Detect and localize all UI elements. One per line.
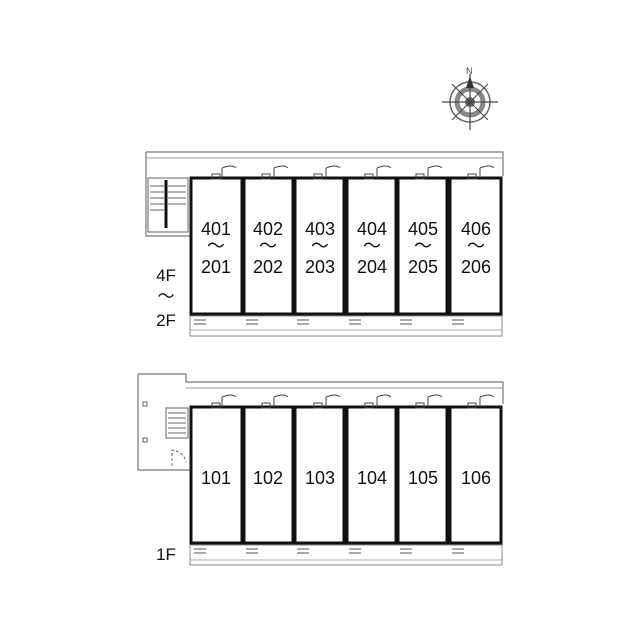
ground-doors bbox=[211, 394, 495, 409]
floor-label-bottom: 2F bbox=[156, 311, 176, 330]
unit-label: 102 bbox=[253, 468, 283, 488]
unit-box bbox=[396, 405, 449, 545]
unit-box bbox=[396, 176, 449, 316]
unit-label-upper: 406 bbox=[461, 219, 491, 239]
floor-label-top: 4F bbox=[156, 266, 176, 285]
unit-box bbox=[345, 176, 398, 316]
ground-units-row bbox=[189, 405, 503, 545]
unit-label: 103 bbox=[305, 468, 335, 488]
unit-label-sep: ～ bbox=[207, 236, 225, 256]
floor-label-sep: ～ bbox=[158, 287, 175, 306]
ground-balcony-vents bbox=[194, 548, 464, 554]
unit-box bbox=[189, 176, 244, 316]
unit-label-sep: ～ bbox=[414, 236, 432, 256]
unit-label-sep: ～ bbox=[259, 236, 277, 256]
unit-label-sep: ～ bbox=[311, 236, 329, 256]
floor-label-ground: 1F bbox=[156, 545, 176, 564]
unit-box bbox=[293, 176, 346, 316]
unit-label: 101 bbox=[201, 468, 231, 488]
unit-label-upper: 404 bbox=[357, 219, 387, 239]
upper-floors-block: 401 ～ 201 402 ～ 202 403 ～ 203 404 ～ 204 … bbox=[145, 151, 504, 337]
upper-unit-labels: 401 ～ 201 402 ～ 202 403 ～ 203 404 ～ 204 … bbox=[201, 219, 491, 277]
unit-label-sep: ～ bbox=[467, 236, 485, 256]
unit-label-upper: 403 bbox=[305, 219, 335, 239]
compass-rose-icon bbox=[442, 74, 498, 130]
ground-floor-block: 101 102 103 104 105 106 1F bbox=[137, 373, 504, 566]
unit-label: 104 bbox=[357, 468, 387, 488]
ground-stairwell bbox=[142, 401, 189, 466]
unit-label: 106 bbox=[461, 468, 491, 488]
unit-label-lower: 203 bbox=[305, 257, 335, 277]
unit-label-lower: 204 bbox=[357, 257, 387, 277]
unit-box bbox=[345, 405, 398, 545]
unit-box bbox=[293, 405, 346, 545]
upper-units-row bbox=[189, 176, 503, 316]
upper-doors bbox=[211, 165, 495, 180]
unit-label-upper: 401 bbox=[201, 219, 231, 239]
ground-unit-labels: 101 102 103 104 105 106 bbox=[201, 468, 491, 488]
unit-label: 105 bbox=[408, 468, 438, 488]
unit-label-lower: 206 bbox=[461, 257, 491, 277]
unit-box bbox=[242, 176, 295, 316]
unit-label-sep: ～ bbox=[363, 236, 381, 256]
unit-box bbox=[189, 405, 244, 545]
unit-box bbox=[242, 405, 295, 545]
unit-label-lower: 205 bbox=[408, 257, 438, 277]
unit-label-upper: 402 bbox=[253, 219, 283, 239]
unit-label-lower: 201 bbox=[201, 257, 231, 277]
unit-label-upper: 405 bbox=[408, 219, 438, 239]
upper-balcony-vents bbox=[194, 319, 464, 325]
unit-label-lower: 202 bbox=[253, 257, 283, 277]
upper-stairwell bbox=[147, 177, 189, 233]
compass-north-label: N bbox=[466, 66, 473, 76]
